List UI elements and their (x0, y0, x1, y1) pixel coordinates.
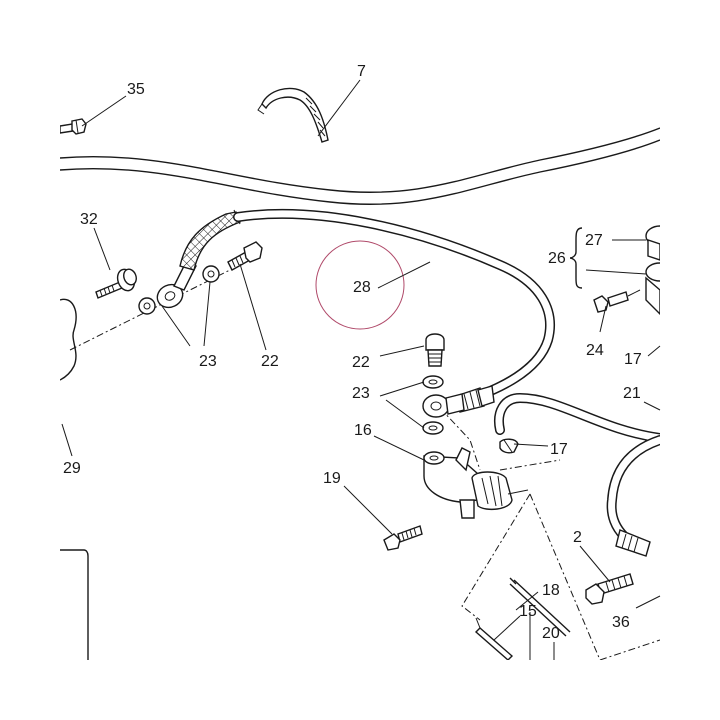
callout-24: 24 (586, 342, 604, 359)
callout-16: 16 (354, 422, 372, 439)
callout-20: 20 (542, 625, 560, 642)
hose-right (606, 435, 660, 557)
callout-23-right: 23 (352, 385, 370, 402)
bolt-19 (383, 525, 423, 551)
outline-right (499, 459, 561, 471)
hose-21 (494, 392, 660, 443)
callout-18: 18 (542, 582, 560, 599)
callout-22-right: 22 (352, 354, 370, 371)
callout-32: 32 (80, 211, 98, 228)
highlight-circle (315, 240, 405, 330)
bracket-brace-26 (569, 227, 583, 289)
bolt-24 (593, 289, 641, 313)
lever-outline (461, 493, 601, 660)
bolt-32 (95, 268, 137, 299)
bolt-2 (585, 573, 634, 605)
callout-19: 19 (323, 470, 341, 487)
pivot-rod-15 (474, 617, 514, 660)
callout-7: 7 (357, 63, 366, 80)
lever-outline-2 (599, 639, 660, 660)
master-cylinder-16 (423, 447, 529, 519)
callout-22-left: 22 (261, 353, 279, 370)
footer-panel (60, 549, 89, 660)
callout-36: 36 (612, 614, 630, 631)
callout-23-left: 23 (199, 353, 217, 370)
spring-18 (509, 577, 571, 637)
banjo-fitting-right (422, 393, 465, 418)
callout-26: 26 (548, 250, 566, 267)
banjo-bolt-22-left (227, 241, 263, 271)
callout-2: 2 (573, 529, 582, 546)
callout-17-top: 17 (624, 351, 642, 368)
callout-17-mid: 17 (550, 441, 568, 458)
banjo-bolt-22-right (425, 333, 445, 367)
callout-27: 27 (585, 232, 603, 249)
callout-labels: 35 7 32 23 22 28 27 26 24 17 22 23 21 16… (63, 63, 642, 642)
callout-28: 28 (353, 279, 371, 296)
washer-23-right (422, 375, 444, 435)
axis-line-mid (439, 407, 481, 471)
hose-28 (233, 208, 555, 401)
callout-21: 21 (623, 385, 641, 402)
clamp-17 (499, 438, 519, 454)
clip-7 (257, 87, 329, 143)
washer-23-left (138, 265, 220, 315)
bolt-35 (60, 118, 87, 135)
callout-29: 29 (63, 460, 81, 477)
reservoir-bracket-26 (645, 262, 660, 315)
reservoir-27 (645, 225, 660, 261)
frame-tube (60, 127, 660, 205)
left-bracket (60, 298, 77, 381)
callout-35: 35 (127, 81, 145, 98)
callout-15: 15 (519, 603, 537, 620)
leader-lines (61, 79, 661, 660)
